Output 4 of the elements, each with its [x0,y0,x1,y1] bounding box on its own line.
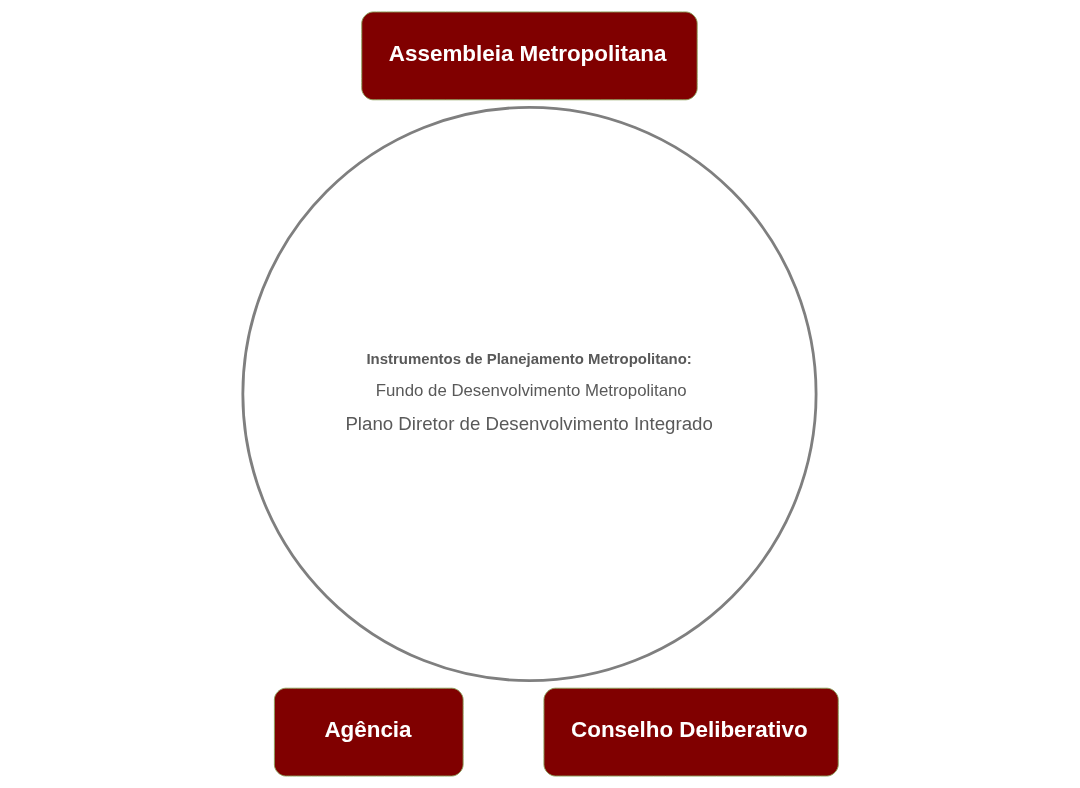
node-circle: Instrumentos de Planejamento Metropolitano: Fundo de Desenvolvimento Metropolitano Plano Diretor de Desenvolvimento Integrado [240,105,817,683]
node-box: Conselho Deliberativo [543,687,839,777]
node-box: Assembleia Metropolitana [360,11,698,101]
node-box: Agência [273,687,464,777]
